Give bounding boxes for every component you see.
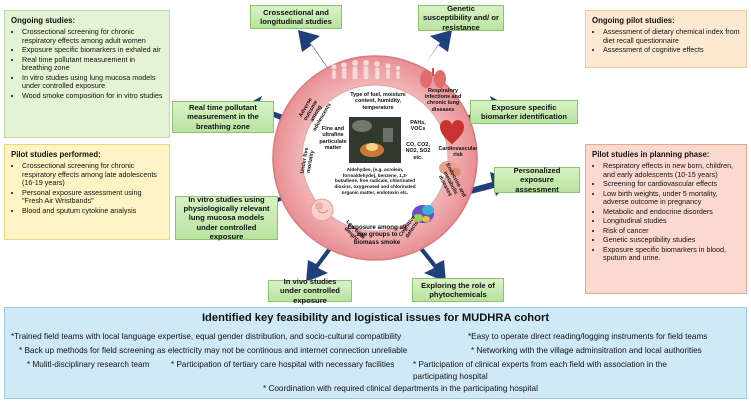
endocrine-organ-icon (439, 161, 461, 176)
list-item: In vitro studies using lung mucosa model… (22, 73, 163, 91)
list-item: Risk of cancer (603, 226, 740, 235)
list-item: Screening for cardiovascular effects (603, 179, 740, 188)
ongoing-studies-panel: Ongoing studies: Crossectional screening… (4, 10, 170, 138)
feasibility-item: * Participation of clinical experts from… (413, 360, 667, 369)
phytochemicals-box: Exploring the role of phytochemicals (412, 278, 504, 302)
inner-label-pm: Fine and ultrafine particulate matter (319, 126, 347, 152)
list-item: Genetic susceptibility studies (603, 235, 740, 244)
arrow-down-left (306, 245, 333, 282)
pilot-performed-title: Pilot studies performed: (11, 150, 101, 159)
list-item: Longitudinal studies (603, 216, 740, 225)
inner-label-exposure: Exposure among all age groups to biomass… (347, 224, 407, 246)
realtime-box: Real time pollutant measurement in the b… (172, 101, 274, 133)
list-item: Crossectional screening for chronic resp… (22, 161, 163, 187)
brain-icon (412, 205, 434, 223)
list-item: Personal exposure assessment using "Fres… (22, 188, 163, 206)
list-item: Crossectional screening for chronic resp… (22, 27, 163, 45)
feasibility-item: participating hospital (413, 372, 488, 381)
invitro-box: In vitro studies using physiologically r… (175, 195, 278, 241)
crossectional-box: Crossectional and longitudinal studies (250, 5, 342, 29)
feasibility-title: Identified key feasibility and logistica… (201, 312, 550, 324)
ring-label-respiratory: Respiratory infections and chronic lung … (424, 88, 462, 113)
list-item: Metabolic and endocrine disorders (603, 207, 740, 216)
pilot-performed-panel: Pilot studies performed: Crossectional s… (4, 144, 170, 240)
feasibility-item: * Networking with the village adminsitra… (471, 346, 702, 355)
cooking-smoke-photo (349, 117, 401, 163)
invivo-box: In vivo studies under controlled exposur… (268, 277, 352, 305)
list-item: Exposure specific biomarkers in blood, s… (603, 245, 740, 263)
ongoing-pilot-panel: Ongoing pilot studies: Assessment of die… (585, 10, 747, 68)
list-item: Assessment of cognitive effects (603, 45, 740, 54)
list-item: Assessment of dietary chemical index fro… (603, 27, 740, 45)
inner-label-gases: CO, CO2, NO2, SO2 etc. (405, 142, 431, 161)
list-item: Real time pollutant measurement in breat… (22, 55, 163, 73)
inner-label-aldehydes: Aldehydes, (e.g. acrolein, formaldehyde)… (334, 167, 416, 195)
feasibility-item: *Easy to operate direct reading/logging … (468, 332, 708, 341)
inner-label-pahs: PAHs, VOCs (410, 120, 426, 133)
heart-icon (440, 120, 464, 145)
ongoing-studies-title: Ongoing studies: (11, 16, 76, 25)
inner-label-fuel: Type of fuel, moisture content, humidity… (350, 92, 406, 111)
list-item: Blood and sputum cytokine analysis (22, 206, 163, 215)
arrow-down-right (418, 245, 446, 282)
arrow-up-right (418, 30, 452, 75)
people-silhouettes-icon (331, 59, 401, 80)
feasibility-item: * Mulitl-disciplinary research team (27, 360, 150, 369)
genetic-box: Genetic susceptibility and/ or resistanc… (418, 4, 504, 32)
list-item: Exposure specific biomarkers in exhaled … (22, 45, 163, 54)
arrow-up-left (298, 30, 333, 75)
feasibility-item: * Participation of tertiary care hospita… (171, 360, 395, 369)
feasibility-item: *Trained field teams with local language… (11, 332, 402, 341)
feasibility-panel: Identified key feasibility and logistica… (4, 307, 747, 399)
list-item: Respiratory effects in new born, childre… (603, 161, 740, 179)
ring-label-cardio: Cardiovascular risk (438, 146, 478, 159)
list-item: Low birth weights, under 5 mortality, ad… (603, 189, 740, 207)
fetus-icon (310, 198, 334, 222)
biomarker-box: Exposure specific biomarker identificati… (470, 100, 578, 124)
ongoing-pilot-title: Ongoing pilot studies: (592, 16, 675, 25)
pilot-planning-panel: Pilot studies in planning phase: Respira… (585, 144, 747, 294)
list-item: Wood smoke composition for in vitro stud… (22, 91, 163, 100)
feasibility-item: * Back up methods for field screening as… (19, 346, 408, 355)
pilot-planning-title: Pilot studies in planning phase: (592, 150, 710, 159)
feasibility-item: * Coordination with required clinical de… (263, 384, 538, 393)
personalized-box: Personalized exposure assessment (494, 166, 580, 194)
lungs-icon (420, 68, 446, 88)
